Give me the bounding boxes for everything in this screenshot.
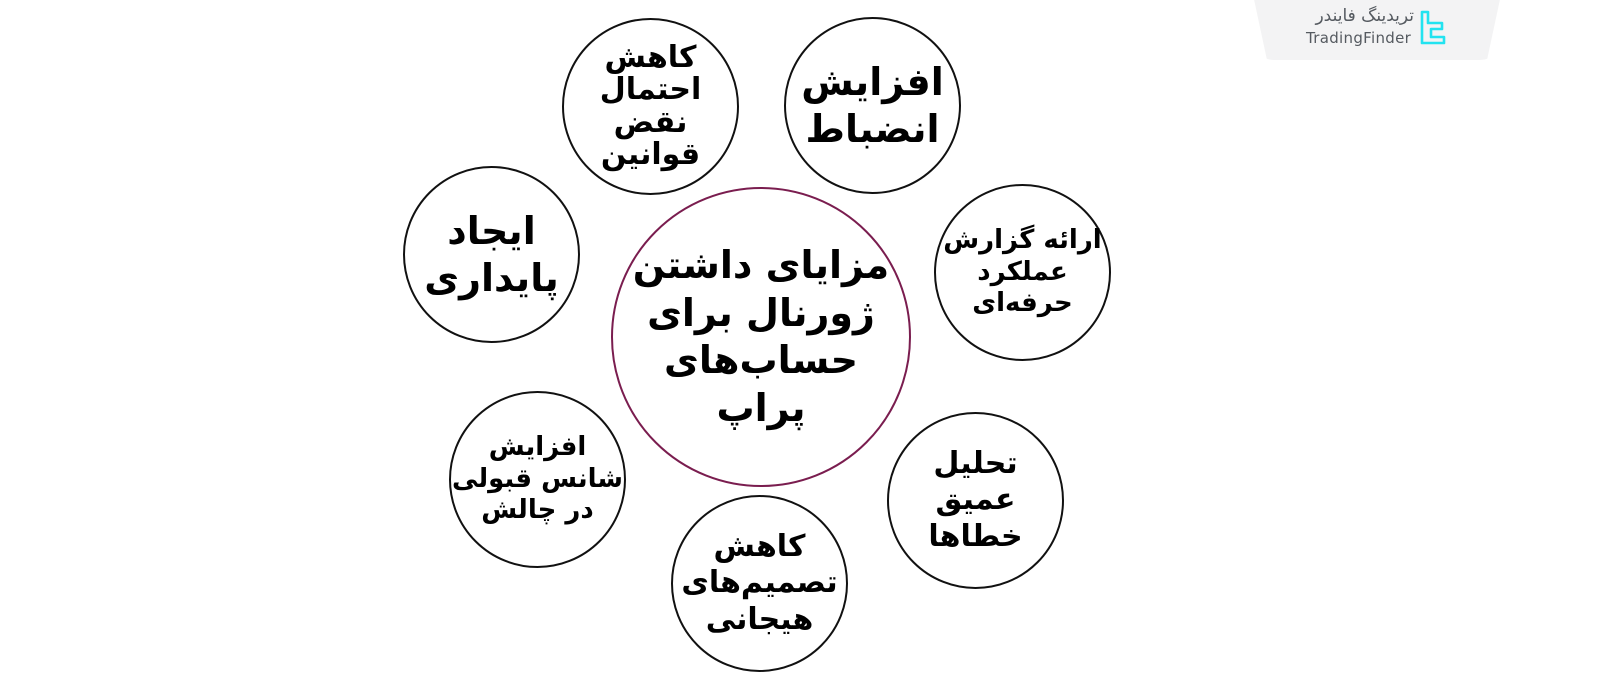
tradingfinder-logo-icon xyxy=(1420,10,1446,45)
brand-name-fa: تریدینگ فایندر xyxy=(1315,6,1414,26)
center-topic-circle: مزایای داشتن ژورنال برای حساب‌های پراپ xyxy=(611,187,911,487)
node-label: کاهش احتمال نقض قوانین xyxy=(599,39,702,172)
node-label: افزایش انضباط xyxy=(801,60,944,151)
node-create-stability: ایجاد پایداری xyxy=(403,166,580,343)
node-label: تحلیل عمیق خطاها xyxy=(928,445,1023,554)
node-increase-discipline: افزایش انضباط xyxy=(784,17,961,194)
brand-name-en: TradingFinder xyxy=(1306,29,1412,47)
center-topic-label: مزایای داشتن ژورنال برای حساب‌های پراپ xyxy=(632,243,890,430)
node-increase-challenge-pass: افزایش شانس قبولی در چالش xyxy=(449,391,626,568)
node-label: ارائه گزارش عملکرد حرفه‌ای xyxy=(943,224,1102,319)
brand-logo-background xyxy=(1252,0,1502,60)
node-deep-error-analysis: تحلیل عمیق خطاها xyxy=(887,412,1064,589)
node-label: افزایش شانس قبولی در چالش xyxy=(452,431,623,526)
node-label: کاهش تصمیم‌های هیجانی xyxy=(681,528,838,637)
node-professional-report: ارائه گزارش عملکرد حرفه‌ای xyxy=(934,184,1111,361)
node-reduce-rule-violation: کاهش احتمال نقض قوانین xyxy=(562,18,739,195)
node-reduce-emotional-decisions: کاهش تصمیم‌های هیجانی xyxy=(671,495,848,672)
node-label: ایجاد پایداری xyxy=(424,209,559,300)
